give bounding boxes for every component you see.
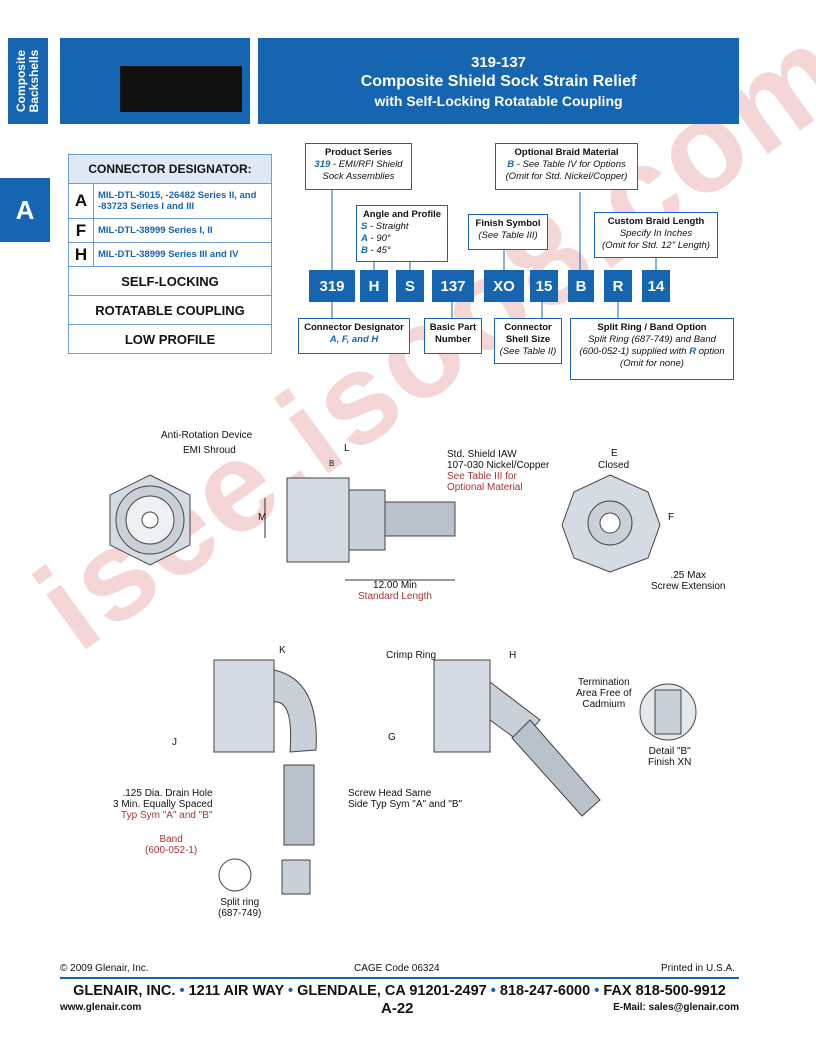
label-screw-extension: .25 Max Screw Extension [651,570,726,592]
label-detail-b: Detail "B" Finish XN [648,746,692,768]
footer-copyright: © 2009 Glenair, Inc. [60,963,149,974]
label-closed: Closed [598,460,630,471]
label-emi-shroud: EMI Shroud [183,445,236,456]
pn-angle-profile: S [396,270,424,302]
designator-row-f: F MIL-DTL-38999 Series I, II [68,219,272,243]
label-crimp-ring: Crimp Ring [386,650,437,661]
label-dim-e: E [611,448,618,459]
section-tab-a[interactable]: A [0,178,50,242]
forty-five-degree-view [433,659,601,817]
label-min-length: 12.00 Min Standard Length [358,580,432,602]
front-view-hex [109,474,191,566]
designator-row-a: A MIL-DTL-5015, -26482 Series II, and -8… [68,184,272,219]
label-dim-j: J [172,737,177,748]
end-view [561,474,661,573]
feature-self-locking: SELF-LOCKING [68,267,272,296]
page-number: A-22 [381,1000,414,1017]
label-dim-f: F [668,512,675,523]
pn-product-series: 319 [309,270,355,302]
connector-designator-table: CONNECTOR DESIGNATOR: A MIL-DTL-5015, -2… [68,154,272,354]
straight-side-view [264,477,456,581]
pn-split-ring: R [604,270,632,302]
label-band: Band (600-052-1) [145,834,198,856]
label-drain-hole: .125 Dia. Drain Hole 3 Min. Equally Spac… [113,788,213,821]
callout-basic-part-number: Basic Part Number [424,318,482,354]
callout-leader-lines [331,190,657,318]
page-header: 319-137 Composite Shield Sock Strain Rel… [258,38,739,124]
callout-angle-profile: Angle and Profile S - Straight A - 90° B… [356,205,448,262]
label-anti-rotation: Anti-Rotation Device [161,430,253,441]
pn-finish-symbol: XO [484,270,524,302]
label-screw-head: Screw Head Same Side Typ Sym "A" and "B" [348,788,463,810]
pn-shell-size: 15 [530,270,558,302]
pn-connector-designator: H [360,270,388,302]
footer-rule [60,977,739,979]
company-logo [120,66,242,112]
page-title: Composite Shield Sock Strain Relief [360,73,637,90]
label-dim-g: G [388,732,396,743]
feature-low-profile: LOW PROFILE [68,325,272,354]
label-dim-h: H [509,650,517,661]
callout-connector-designator: Connector Designator A, F, and H [298,318,410,354]
designator-row-h: H MIL-DTL-38999 Series III and IV [68,243,272,267]
label-split-ring: Split ring (687-749) [218,897,262,919]
footer-printed: Printed in U.S.A. [661,963,735,974]
designator-heading: CONNECTOR DESIGNATOR: [68,154,272,184]
footer-contact-line: GLENAIR, INC. • 1211 AIR WAY • GLENDALE,… [73,983,726,999]
label-termination-area: Termination Area Free of Cadmium [576,677,632,710]
feature-rotatable-coupling: ROTATABLE COUPLING [68,296,272,325]
page-subtitle: with Self-Locking Rotatable Coupling [374,93,623,109]
part-number-title: 319-137 [470,54,527,71]
label-dim-b: B [329,459,335,468]
technical-drawings [109,474,697,895]
pn-braid-material: B [568,270,594,302]
label-dim-m: M [258,512,267,523]
label-dim-k: K [279,645,286,656]
callout-finish-symbol: Finish Symbol (See Table III) [468,214,548,250]
callout-shell-size: Connector Shell Size (See Table II) [494,318,562,364]
footer-email-link[interactable]: E-Mail: sales@glenair.com [613,1002,739,1013]
footer-website-link[interactable]: www.glenair.com [60,1002,142,1013]
pn-braid-length: 14 [642,270,670,302]
label-std-shield: Std. Shield IAW 107-030 Nickel/Copper Se… [447,449,550,493]
callout-optional-braid: Optional Braid Material B - See Table IV… [495,143,638,190]
footer-cage-code: CAGE Code 06324 [354,963,440,974]
side-tab-composite-backshells[interactable]: Composite Backshells [8,38,48,124]
label-dim-l: L [344,443,350,454]
pn-basic-part: 137 [432,270,474,302]
detail-b-view [639,683,697,741]
ninety-degree-view [213,659,317,895]
callout-custom-braid-length: Custom Braid Length Specify In Inches (O… [594,212,718,258]
callout-product-series: Product Series 319 - EMI/RFI Shield Sock… [305,143,412,190]
callout-split-ring-band: Split Ring / Band Option Split Ring (687… [570,318,734,380]
